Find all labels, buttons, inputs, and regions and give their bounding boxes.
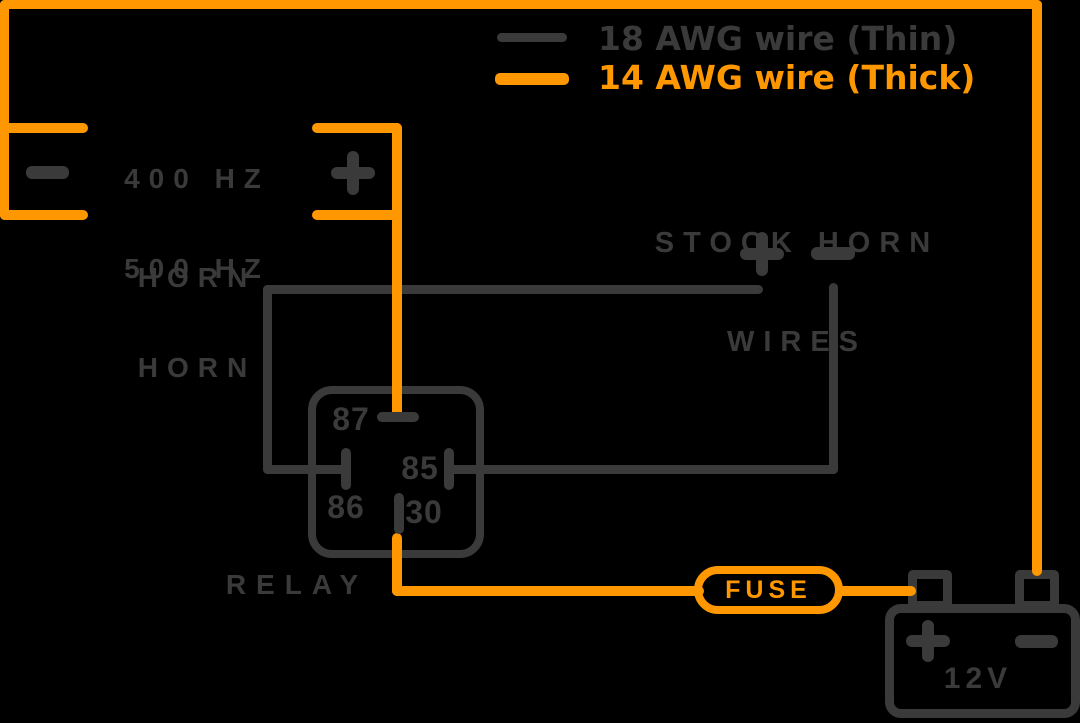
- legend-thin-wire-swatch: [497, 33, 567, 42]
- wire-horn500-plus-stub: [312, 210, 402, 220]
- battery-plus-icon: [906, 620, 950, 662]
- wire-fuse-to-battery: [836, 586, 916, 596]
- plus-vertical-bar: [922, 620, 934, 662]
- wire-right-vertical-to-battery: [1032, 0, 1042, 576]
- legend-thin-label: 18 AWG wire (Thin): [598, 19, 958, 58]
- relay-label: RELAY: [225, 569, 369, 600]
- wire-horn400-minus-stub: [0, 123, 88, 133]
- wire-to-pin-86: [263, 465, 351, 474]
- relay-pin-86-label: 86: [327, 489, 365, 525]
- fuse-label: FUSE: [725, 575, 812, 604]
- relay-terminal-86: [341, 448, 351, 490]
- relay-pin-87-label: 87: [332, 401, 370, 437]
- wire-left-vertical: [0, 0, 9, 220]
- stock-horn-minus-icon: [811, 247, 855, 260]
- stock-horn-wires-label: STOCK HORN WIRES: [647, 161, 947, 425]
- wire-stock-plus-horizontal: [263, 285, 763, 294]
- plus-vertical-bar: [347, 151, 359, 195]
- horn-500hz-label: 500 HZ HORN: [77, 186, 317, 450]
- wire-stock-minus-vertical: [829, 283, 838, 474]
- plus-vertical-bar: [756, 232, 768, 276]
- wire-horns-plus-to-pin-87: [392, 123, 402, 417]
- legend-thick-label: 14 AWG wire (Thick): [598, 58, 976, 97]
- wire-stock-plus-vertical: [263, 285, 272, 474]
- horns-minus-icon: [26, 166, 69, 179]
- wire-pin-30-vertical: [392, 533, 402, 596]
- stock-horn-line2: WIRES: [726, 326, 868, 358]
- battery-minus-icon: [1015, 635, 1058, 648]
- wire-horn500-minus-stub: [0, 210, 88, 220]
- relay-pin-30-label: 30: [405, 494, 443, 530]
- horn-500hz-line1: 500 HZ: [124, 253, 270, 284]
- relay-pin-85-label: 85: [401, 450, 439, 486]
- horn-500hz-line2: HORN: [137, 352, 257, 383]
- relay-terminal-87: [377, 412, 419, 422]
- wire-top-horizontal: [0, 0, 1042, 9]
- horns-plus-icon: [331, 151, 375, 195]
- horn-400hz-line1: 400 HZ: [124, 163, 270, 194]
- relay-terminal-85: [444, 448, 454, 490]
- horn-400hz-label: 400 HZ HORN: [77, 96, 317, 360]
- stock-horn-plus-icon: [740, 232, 784, 276]
- wire-pin-30-to-fuse: [392, 586, 704, 596]
- fuse-box: FUSE: [694, 566, 843, 614]
- horn-400hz-line2: HORN: [137, 262, 257, 293]
- stock-horn-line1: STOCK HORN: [654, 227, 940, 259]
- battery-voltage-label: 12V: [943, 662, 1013, 695]
- wire-horn400-plus-stub: [312, 123, 402, 133]
- wire-to-pin-85: [448, 465, 838, 474]
- battery-body: [885, 604, 1080, 718]
- legend-thick-wire-swatch: [495, 73, 569, 85]
- relay-terminal-30: [394, 493, 404, 534]
